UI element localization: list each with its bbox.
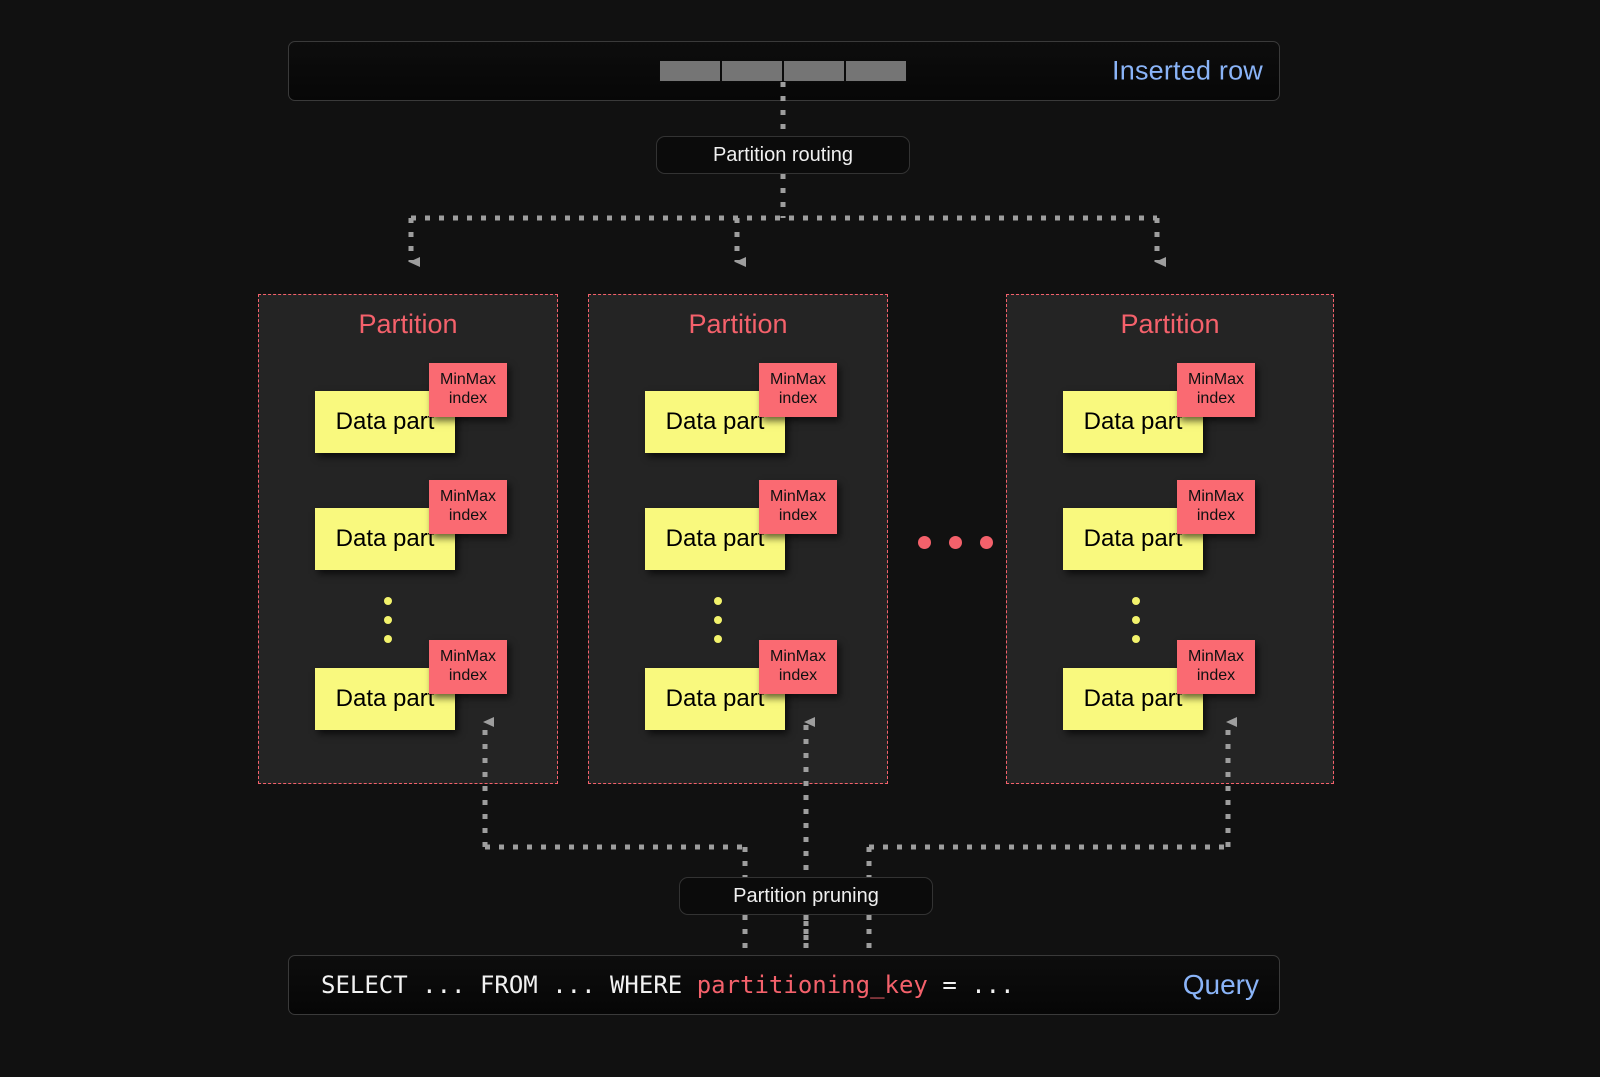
minmax-index-badge: MinMax index — [429, 640, 507, 694]
data-part-row: MinMax index Data part — [589, 640, 887, 740]
minmax-index-badge: MinMax index — [1177, 480, 1255, 534]
data-part-row: MinMax index Data part — [1007, 640, 1333, 740]
minmax-line-2: index — [448, 390, 488, 407]
minmax-index-badge: MinMax index — [1177, 363, 1255, 417]
data-part-ellipsis — [384, 597, 392, 643]
minmax-line-2: index — [778, 507, 818, 524]
ellipsis-dot — [1132, 635, 1140, 643]
data-part-row: MinMax index Data part — [259, 640, 557, 740]
minmax-index-badge: MinMax index — [429, 363, 507, 417]
inserted-row-label: Inserted row — [1112, 55, 1263, 86]
partition-routing-box: Partition routing — [656, 136, 910, 174]
minmax-line-2: index — [1196, 507, 1236, 524]
minmax-line-1: MinMax — [1187, 488, 1244, 506]
data-part-block: Data part — [315, 508, 455, 570]
partition-box-2: Partition MinMax index Data part MinMax … — [588, 294, 888, 784]
minmax-line-1: MinMax — [439, 371, 496, 389]
query-bar: SELECT ... FROM ... WHERE partitioning_k… — [288, 955, 1280, 1015]
minmax-line-2: index — [778, 390, 818, 407]
partition-ellipsis — [918, 536, 993, 549]
ellipsis-dot — [384, 616, 392, 624]
minmax-index-badge: MinMax index — [759, 640, 837, 694]
minmax-index-badge: MinMax index — [429, 480, 507, 534]
minmax-line-1: MinMax — [1187, 371, 1244, 389]
minmax-index-badge: MinMax index — [759, 480, 837, 534]
data-part-ellipsis — [1132, 597, 1140, 643]
partition-title: Partition — [688, 309, 788, 339]
data-part-row: MinMax index Data part — [259, 480, 557, 580]
ellipsis-dot — [949, 536, 962, 549]
partition-box-3: Partition MinMax index Data part MinMax … — [1006, 294, 1334, 784]
ellipsis-dot — [384, 597, 392, 605]
minmax-line-2: index — [448, 507, 488, 524]
data-part-row: MinMax index Data part — [1007, 363, 1333, 463]
row-cell — [721, 60, 783, 82]
minmax-line-1: MinMax — [769, 648, 826, 666]
minmax-line-2: index — [778, 667, 818, 684]
ellipsis-dot — [384, 635, 392, 643]
row-cell — [845, 60, 907, 82]
minmax-index-badge: MinMax index — [759, 363, 837, 417]
minmax-line-1: MinMax — [1187, 648, 1244, 666]
minmax-line-1: MinMax — [439, 648, 496, 666]
inserted-row-cells — [659, 60, 907, 82]
minmax-line-1: MinMax — [439, 488, 496, 506]
ellipsis-dot — [980, 536, 993, 549]
query-sql-text: SELECT ... FROM ... WHERE partitioning_k… — [321, 971, 1015, 999]
ellipsis-dot — [1132, 616, 1140, 624]
query-suffix: = ... — [927, 971, 1015, 999]
ellipsis-dot — [1132, 597, 1140, 605]
minmax-line-1: MinMax — [769, 488, 826, 506]
minmax-line-1: MinMax — [769, 371, 826, 389]
inserted-row-banner: Inserted row — [288, 41, 1280, 101]
minmax-line-2: index — [448, 667, 488, 684]
ellipsis-dot — [714, 616, 722, 624]
data-part-ellipsis — [714, 597, 722, 643]
data-part-row: MinMax index Data part — [259, 363, 557, 463]
data-part-row: MinMax index Data part — [589, 363, 887, 463]
minmax-line-2: index — [1196, 390, 1236, 407]
partition-box-1: Partition MinMax index Data part MinMax … — [258, 294, 558, 784]
minmax-index-badge: MinMax index — [1177, 640, 1255, 694]
data-part-row: MinMax index Data part — [589, 480, 887, 580]
ellipsis-dot — [714, 635, 722, 643]
partition-title: Partition — [1120, 309, 1220, 339]
query-partitioning-key: partitioning_key — [696, 971, 928, 999]
query-prefix: SELECT ... FROM ... WHERE — [321, 971, 697, 999]
partition-pruning-box: Partition pruning — [679, 877, 933, 915]
row-cell — [659, 60, 721, 82]
ellipsis-dot — [714, 597, 722, 605]
row-cell — [783, 60, 845, 82]
minmax-line-2: index — [1196, 667, 1236, 684]
query-label: Query — [1182, 969, 1259, 1000]
partition-title: Partition — [358, 309, 458, 339]
ellipsis-dot — [918, 536, 931, 549]
data-part-row: MinMax index Data part — [1007, 480, 1333, 580]
